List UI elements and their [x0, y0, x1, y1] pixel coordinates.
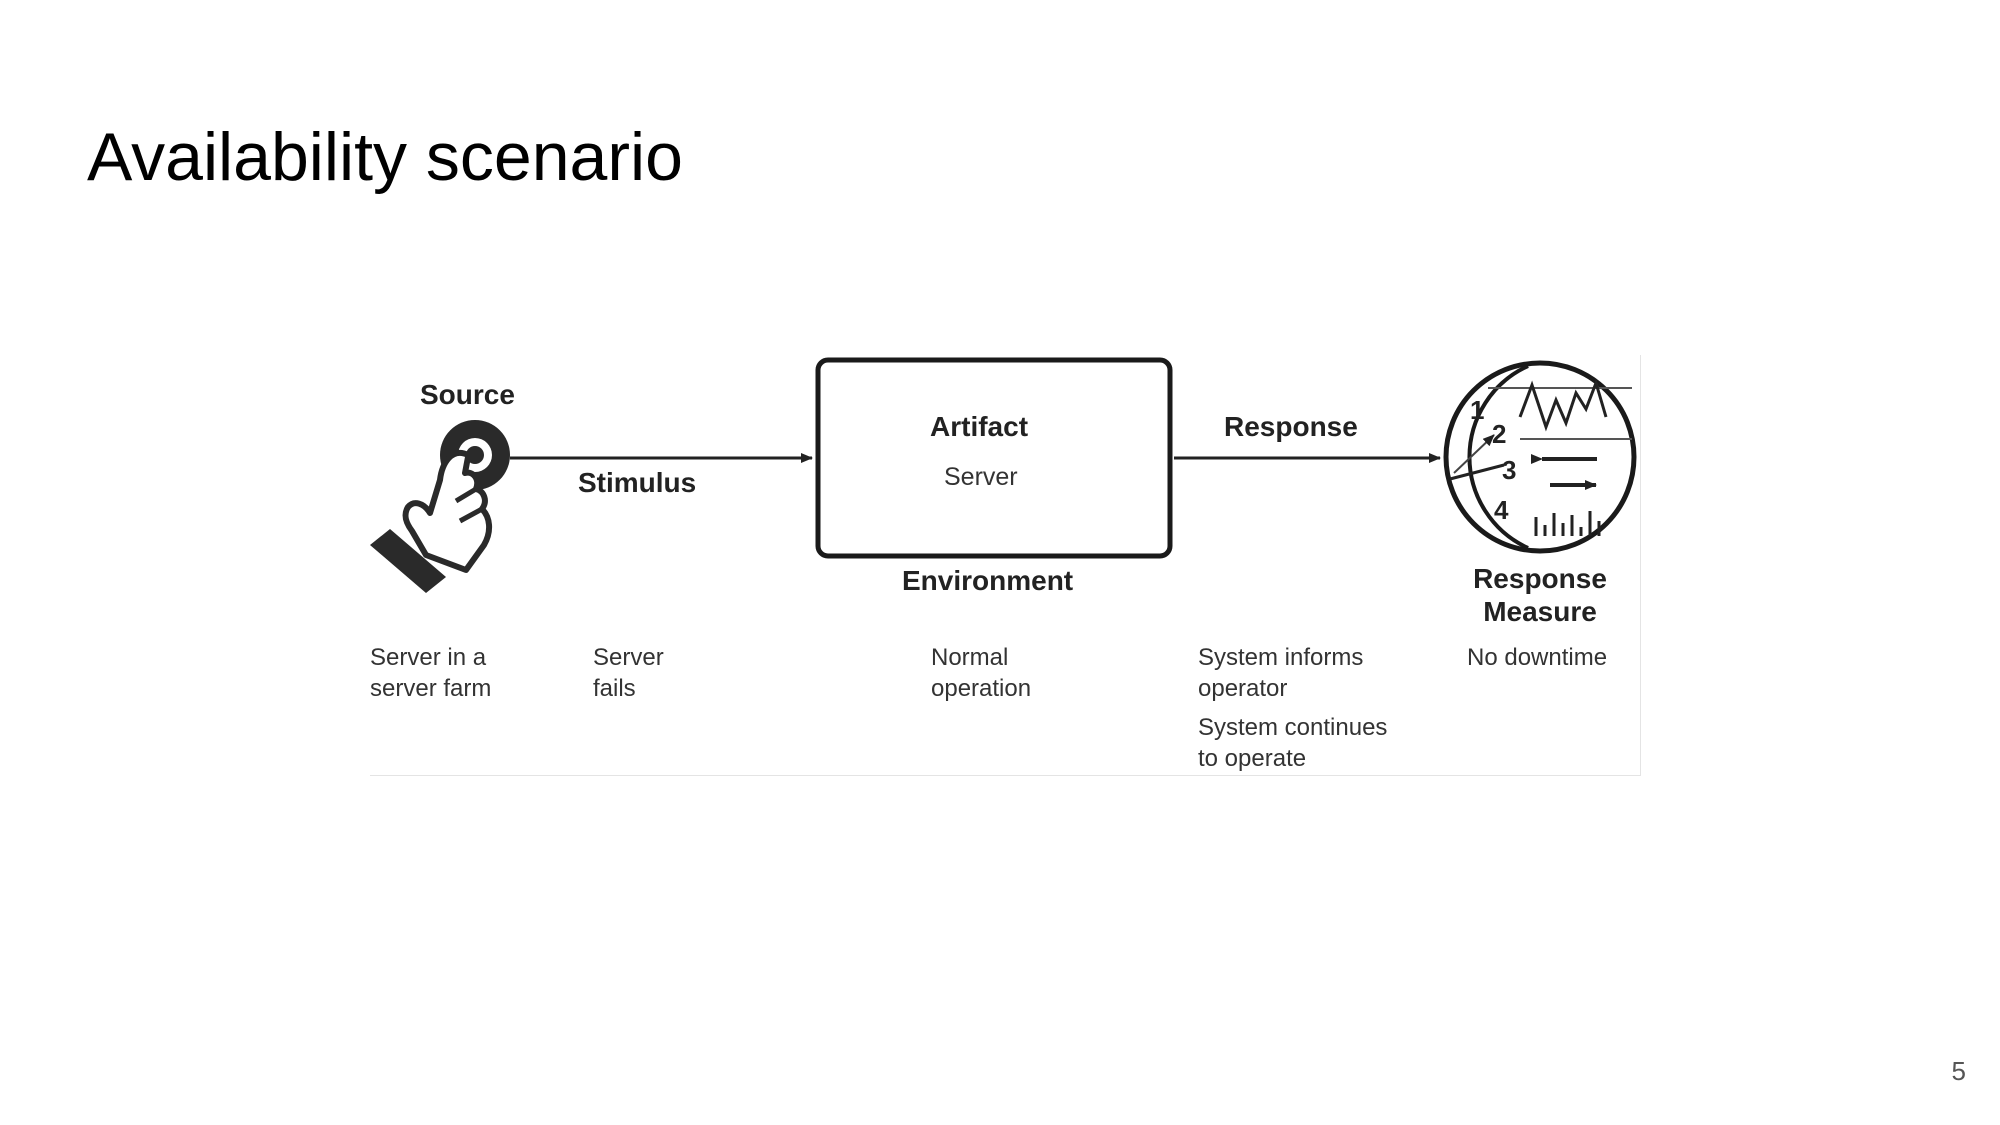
- stimulus-description-line: fails: [593, 675, 636, 702]
- gauge-number-1: 1: [1470, 395, 1484, 425]
- response-description-line: System continues: [1198, 714, 1388, 741]
- source-description-line: Server in a: [370, 644, 487, 671]
- response-measure-label-line-1: Response: [1473, 563, 1607, 594]
- response-description-line: to operate: [1198, 745, 1307, 772]
- response-description-line: System informs: [1198, 644, 1364, 671]
- stimulus-description-line: Server: [593, 644, 664, 671]
- response-measure-description: No downtime: [1467, 644, 1608, 671]
- pointing-hand-icon: [370, 420, 510, 593]
- availability-scenario-diagram: 1 2 3 4 Source Stimulus Artifact Server …: [370, 355, 1641, 776]
- gauge-number-2: 2: [1492, 419, 1506, 449]
- artifact-label: Artifact: [930, 411, 1029, 442]
- response-measure-label-line-2: Measure: [1483, 596, 1597, 627]
- response-description-2: System continues to operate: [1198, 712, 1428, 774]
- page-number: 5: [1951, 1056, 1966, 1086]
- source-label: Source: [420, 379, 515, 410]
- response-description-1: System informs operator: [1198, 642, 1428, 704]
- environment-label: Environment: [902, 565, 1074, 596]
- artifact-box: [815, 357, 1173, 559]
- stimulus-label: Stimulus: [578, 467, 697, 498]
- gauge-number-4: 4: [1494, 495, 1509, 525]
- environment-description-line: operation: [931, 675, 1032, 702]
- response-label: Response: [1224, 411, 1358, 442]
- artifact-value: Server: [944, 463, 1018, 491]
- measurement-gauge-icon: 1 2 3 4: [1443, 360, 1637, 554]
- response-description-line: operator: [1198, 675, 1288, 702]
- source-description: Server in a server farm: [370, 642, 540, 704]
- slide-title: Availability scenario: [87, 119, 683, 195]
- stimulus-description: Server fails: [593, 642, 733, 704]
- diagram-graphics: 1 2 3 4: [370, 357, 1637, 593]
- environment-description: Normal operation: [931, 642, 1091, 704]
- response-measure-label: Response Measure: [1460, 562, 1620, 628]
- gauge-number-3: 3: [1502, 455, 1516, 485]
- environment-description-line: Normal: [931, 644, 1009, 671]
- source-description-line: server farm: [370, 675, 492, 702]
